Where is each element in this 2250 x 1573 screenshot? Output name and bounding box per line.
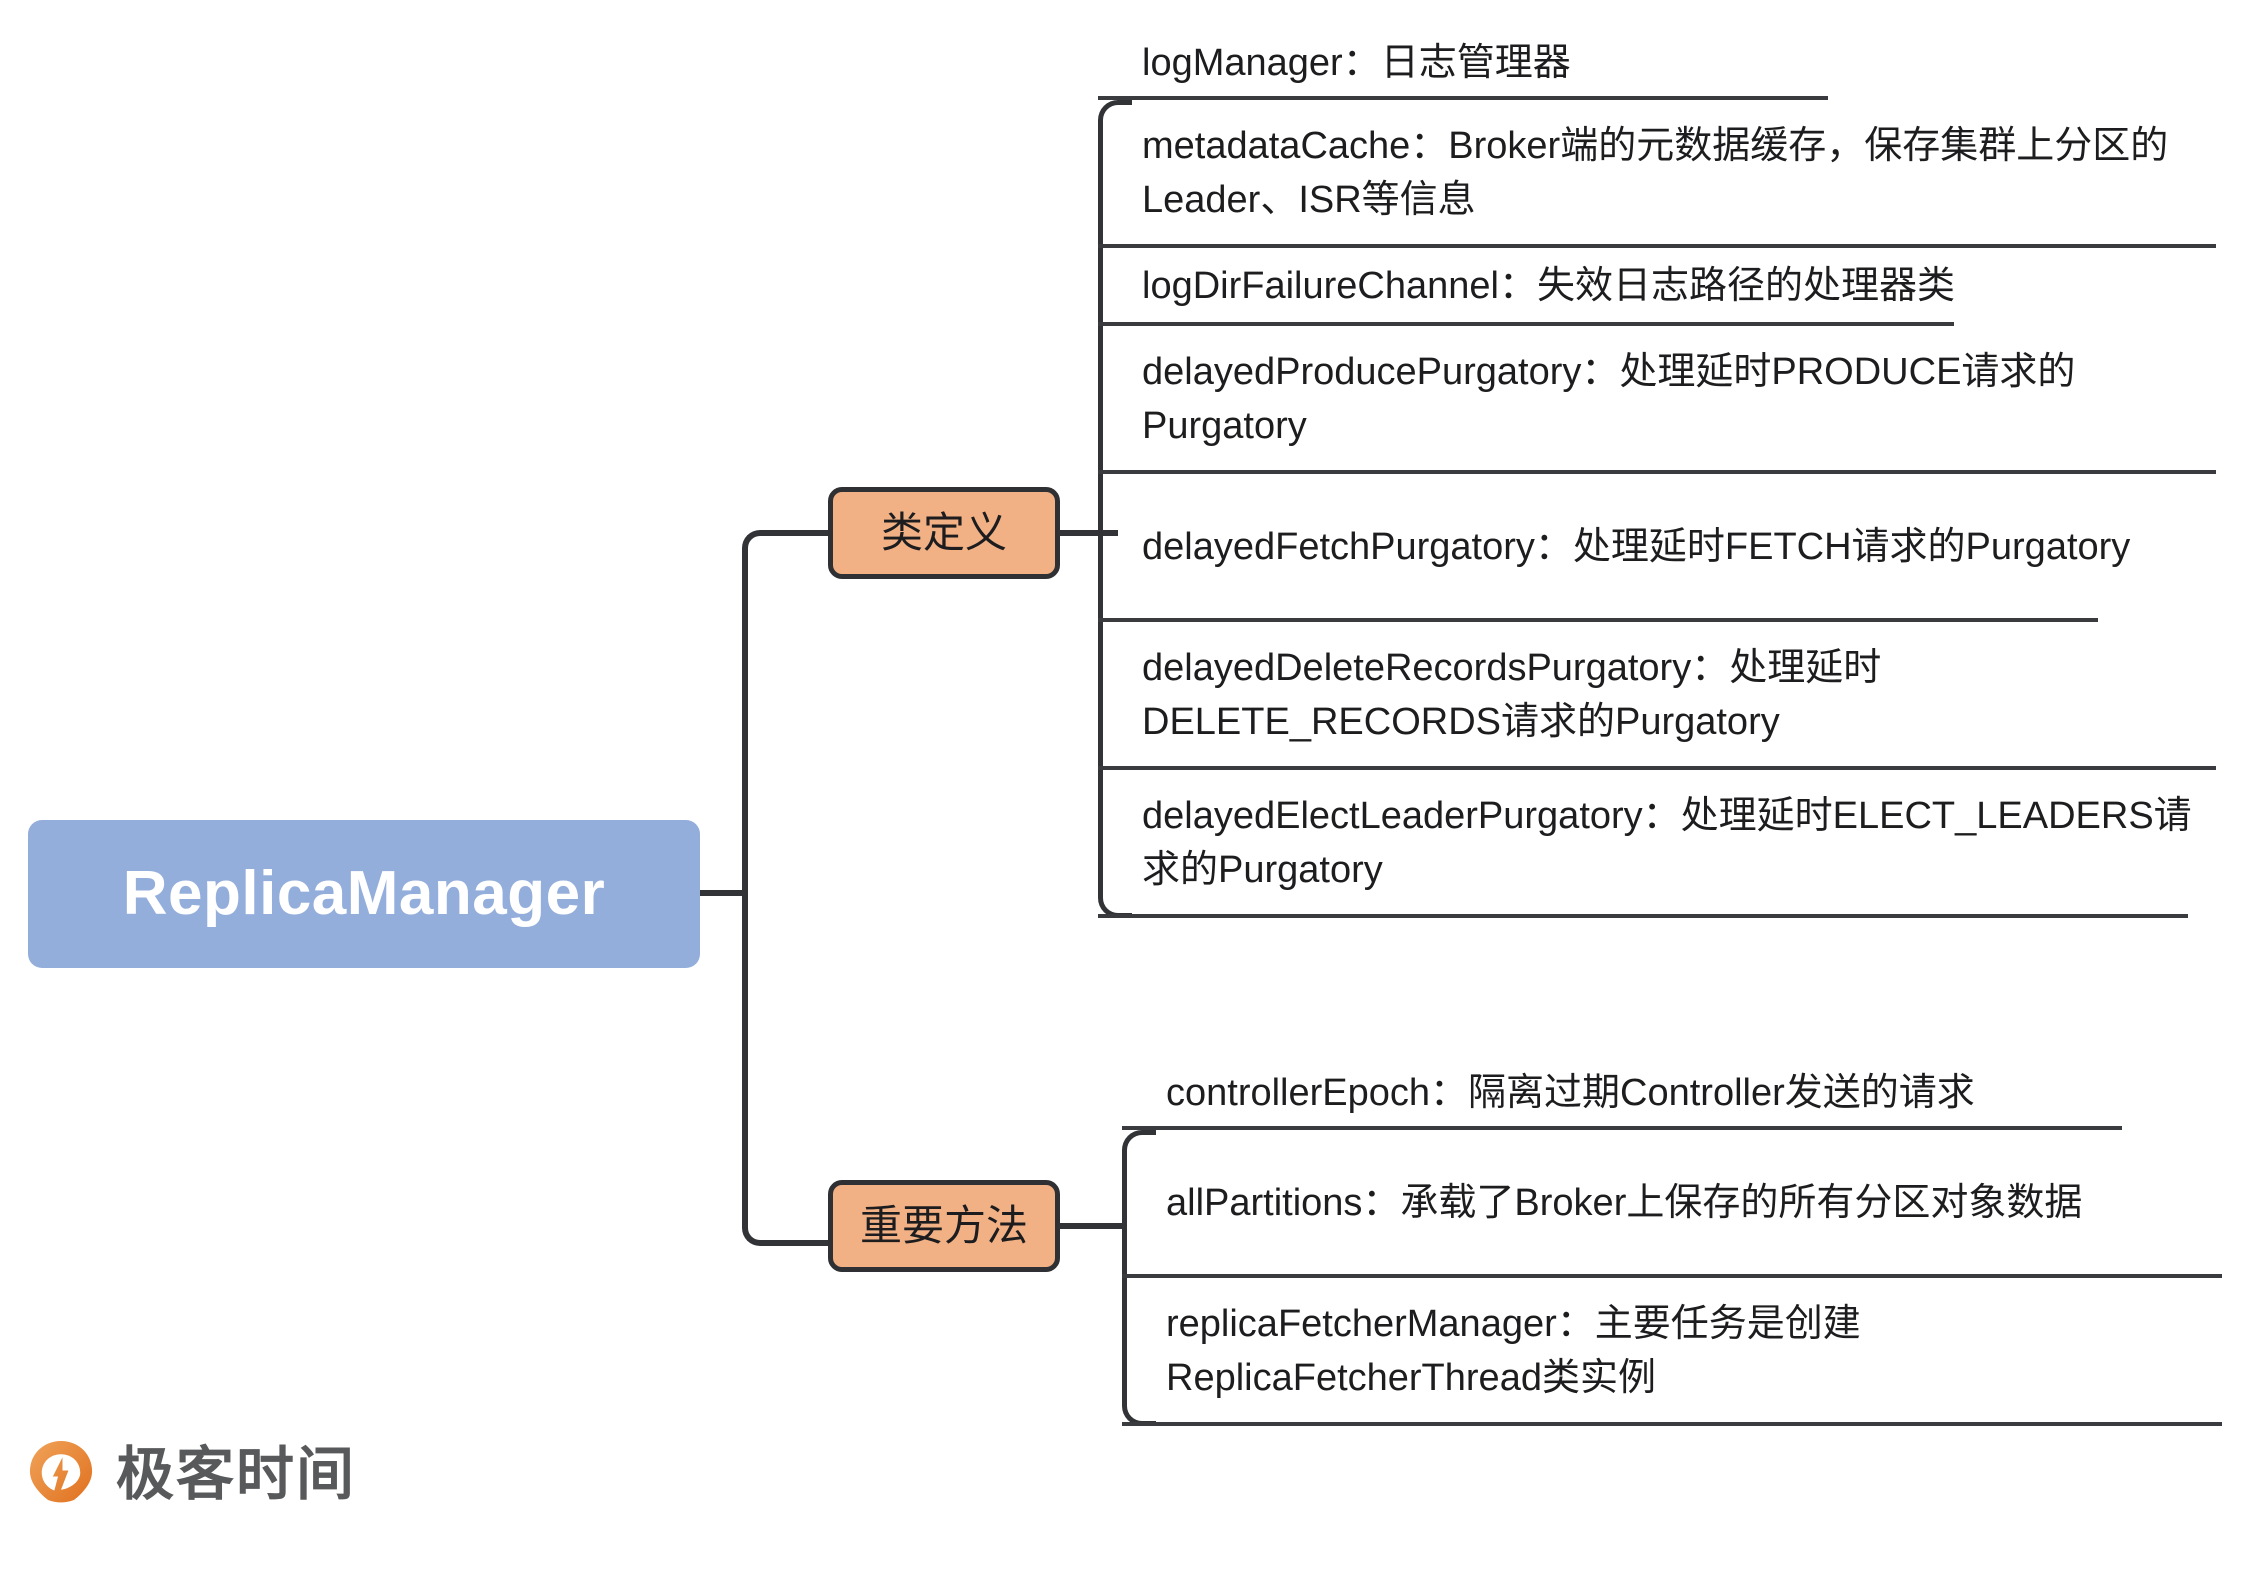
connector-corner-bottom [742,1206,782,1246]
leaf-item-label: delayedFetchPurgatory：处理延时FETCH请求的Purgat… [1142,526,2131,569]
leaf-item-separator [1122,1126,2122,1130]
leaf-item[interactable]: delayedDeleteRecordsPurgatory：处理延时DELETE… [1098,622,2218,770]
root-node-label: ReplicaManager [122,859,606,928]
leaf-item-separator [1098,618,2098,622]
connector-important-methods-to-leaves [1058,1223,1122,1229]
leaf-item[interactable]: delayedProducePurgatory：处理延时PRODUCE请求的Pu… [1098,326,2218,474]
leaf-item-label: controllerEpoch：隔离过期Controller发送的请求 [1166,1072,1975,1115]
connector-to-class-definition [778,530,834,536]
branch-node-class-definition[interactable]: 类定义 [828,487,1060,579]
geektime-logo-icon [24,1438,98,1512]
branch-node-important-methods[interactable]: 重要方法 [828,1180,1060,1272]
leaf-item-label: logManager：日志管理器 [1142,42,1571,85]
leaf-item-label: delayedElectLeaderPurgatory：处理延时ELECT_LE… [1142,795,2192,891]
connector-to-important-methods [778,1240,834,1246]
leaf-item-separator [1098,244,2216,248]
leaf-item[interactable]: logManager：日志管理器 [1098,28,2218,100]
leaf-item[interactable]: allPartitions：承载了Broker上保存的所有分区对象数据 [1122,1130,2222,1278]
leaf-list: logManager：日志管理器 metadataCache：Broker端的元数… [1098,28,2218,918]
leaf-list: controllerEpoch：隔离过期Controller发送的请求 allPa… [1122,1058,2222,1426]
connector-trunk-vertical [742,548,748,1226]
leaf-item[interactable]: logDirFailureChannel：失效日志路径的处理器类 [1098,248,2218,326]
leaf-item-label: delayedDeleteRecordsPurgatory：处理延时DELETE… [1142,647,1882,743]
leaf-item-separator [1122,1422,2222,1426]
root-node-replicamanager[interactable]: ReplicaManager [28,820,700,968]
leaf-group-important-methods: controllerEpoch：隔离过期Controller发送的请求 allPa… [1122,1058,2222,1426]
leaf-group-class-definition: logManager：日志管理器 metadataCache：Broker端的元数… [1098,28,2218,918]
leaf-group-inner: controllerEpoch：隔离过期Controller发送的请求 allPa… [1122,1058,2222,1426]
leaf-item-label: delayedProducePurgatory：处理延时PRODUCE请求的Pu… [1142,351,2076,447]
leaf-item-separator [1122,1274,2222,1278]
leaf-item-label: allPartitions：承载了Broker上保存的所有分区对象数据 [1166,1182,2083,1225]
leaf-item[interactable]: delayedElectLeaderPurgatory：处理延时ELECT_LE… [1098,770,2218,918]
brand-logo: 极客时间 [24,1438,356,1512]
leaf-item-separator [1098,96,1828,100]
leaf-item[interactable]: delayedFetchPurgatory：处理延时FETCH请求的Purgat… [1098,474,2218,622]
connector-corner-top [742,530,782,570]
branch-node-label: 重要方法 [859,1202,1028,1249]
leaf-group-inner: logManager：日志管理器 metadataCache：Broker端的元数… [1098,28,2218,918]
leaf-item[interactable]: replicaFetcherManager：主要任务是创建ReplicaFetc… [1122,1278,2222,1426]
brand-logo-text: 极客时间 [116,1442,357,1507]
leaf-item[interactable]: controllerEpoch：隔离过期Controller发送的请求 [1122,1058,2222,1130]
leaf-item-label: replicaFetcherManager：主要任务是创建ReplicaFetc… [1166,1303,1861,1399]
leaf-item-separator [1098,322,1954,326]
branch-node-label: 类定义 [880,509,1007,556]
connector-root-stub [700,890,748,896]
leaf-item-separator [1098,766,2216,770]
leaf-item[interactable]: metadataCache：Broker端的元数据缓存，保存集群上分区的Lead… [1098,100,2218,248]
leaf-item-label: logDirFailureChannel：失效日志路径的处理器类 [1142,265,1955,308]
leaf-item-label: metadataCache：Broker端的元数据缓存，保存集群上分区的Lead… [1142,125,2169,221]
leaf-item-separator [1098,914,2188,918]
connector-class-definition-to-leaves [1058,530,1118,536]
leaf-item-separator [1098,470,2216,474]
